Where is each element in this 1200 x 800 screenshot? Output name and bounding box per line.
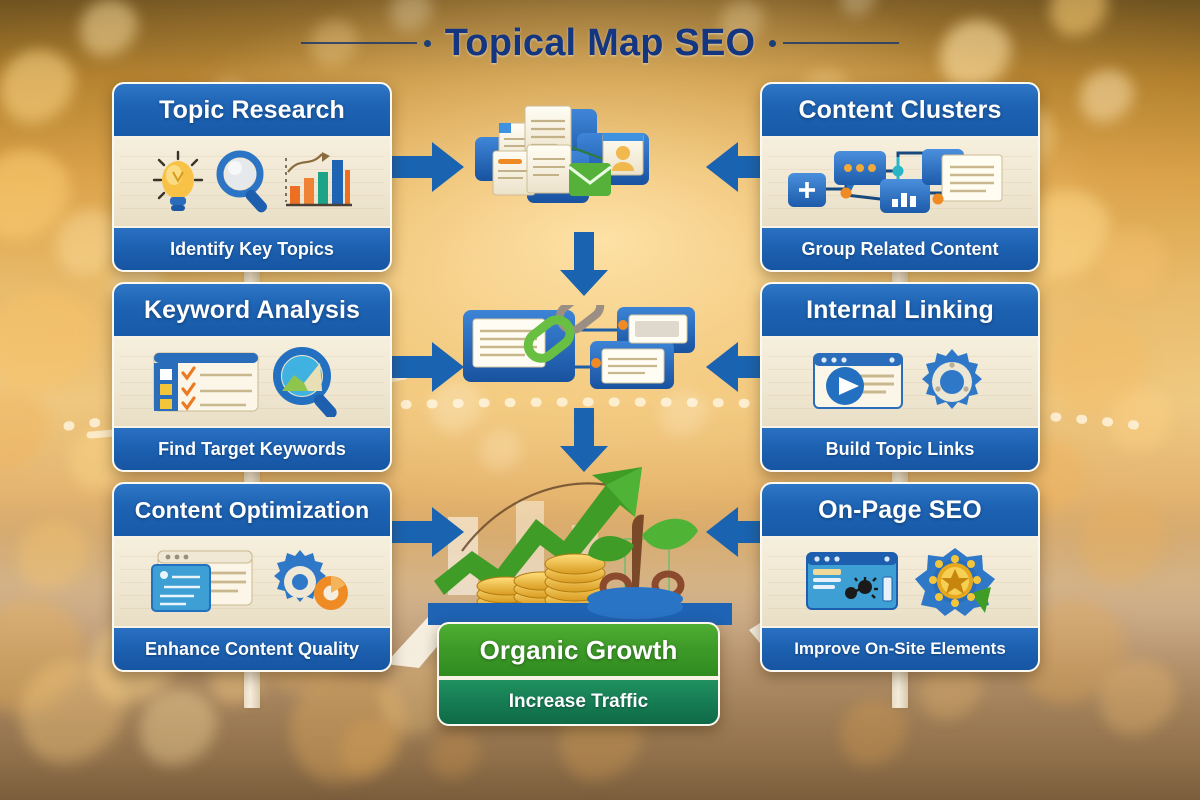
checklist-icon: [153, 352, 259, 412]
card-body-internal-linking: [762, 338, 1038, 426]
card-title-organic-growth: Organic Growth: [479, 634, 678, 665]
card-subtitle-internal-linking: Build Topic Links: [825, 438, 975, 459]
card-body-on-page-seo: [762, 538, 1038, 626]
card-footer-internal-linking: Build Topic Links: [762, 426, 1038, 470]
card-header-organic-growth: Organic Growth: [439, 624, 718, 678]
card-title-topic-research: Topic Research: [159, 95, 345, 124]
card-subtitle-on-page-seo: Improve On-Site Elements: [794, 639, 1006, 658]
card-subtitle-keyword-analysis: Find Target Keywords: [158, 438, 346, 459]
document-icon: [941, 154, 1003, 202]
card-footer-organic-growth: Increase Traffic: [439, 678, 718, 724]
title-rule-right: [769, 39, 900, 47]
card-footer-content-clusters: Group Related Content: [762, 226, 1038, 270]
magnifier-chart-icon: [273, 347, 337, 417]
arrow-left-row2: [706, 342, 778, 392]
card-subtitle-content-clusters: Group Related Content: [801, 238, 999, 259]
card-subtitle-topic-research: Identify Key Topics: [170, 238, 334, 259]
gear-icon: [922, 349, 982, 409]
lightbulb-icon: [152, 150, 204, 211]
card-body-content-clusters: [762, 138, 1038, 226]
arrow-right-row1: [392, 142, 464, 192]
card-topic-research[interactable]: Topic Research: [112, 82, 392, 272]
page-title-bar: Topical Map SEO: [0, 14, 1200, 72]
card-footer-on-page-seo: Improve On-Site Elements: [762, 626, 1038, 670]
card-keyword-analysis[interactable]: Keyword Analysis Find Target Keywords: [112, 282, 392, 472]
card-title-on-page-seo: On-Page SEO: [818, 495, 982, 524]
card-subtitle-organic-growth: Increase Traffic: [508, 691, 649, 712]
arrow-right-row3: [392, 507, 464, 557]
card-internal-linking[interactable]: Internal Linking Build Topic Links: [760, 282, 1040, 472]
browser-window-icon: [151, 550, 253, 612]
card-header-on-page-seo: On-Page SEO: [762, 484, 1038, 538]
award-badge-icon: [915, 548, 995, 616]
title-rule-left: [300, 39, 431, 47]
card-title-content-clusters: Content Clusters: [798, 95, 1002, 124]
magnifier-icon: [216, 150, 268, 213]
card-content-optimization[interactable]: Content Optimization Enhance Content Qua…: [112, 482, 392, 672]
card-title-internal-linking: Internal Linking: [806, 295, 994, 324]
arrow-down-row2: [560, 408, 608, 472]
arrow-left-row1: [706, 142, 778, 192]
card-title-content-optimization: Content Optimization: [134, 496, 370, 523]
card-on-page-seo[interactable]: On-Page SEO: [760, 482, 1040, 672]
card-body-content-optimization: [114, 538, 390, 626]
card-footer-content-optimization: Enhance Content Quality: [114, 626, 390, 670]
card-header-internal-linking: Internal Linking: [762, 284, 1038, 338]
card-header-topic-research: Topic Research: [114, 84, 390, 138]
arrow-right-row2: [392, 342, 464, 392]
gear-donut-icon: [274, 550, 348, 610]
growth-chart-illustration: [428, 467, 732, 625]
card-content-clusters[interactable]: Content Clusters Group Relat: [760, 82, 1040, 272]
bar-chart-icon: [285, 152, 352, 207]
card-header-content-clusters: Content Clusters: [762, 84, 1038, 138]
arrow-down-row1: [560, 232, 608, 296]
card-body-keyword-analysis: [114, 338, 390, 426]
card-body-topic-research: [114, 138, 390, 226]
card-footer-keyword-analysis: Find Target Keywords: [114, 426, 390, 470]
page-title: Topical Map SEO: [444, 21, 756, 64]
card-title-keyword-analysis: Keyword Analysis: [143, 295, 361, 324]
card-organic-growth[interactable]: Organic Growth Increase Traffic: [437, 622, 720, 726]
arrow-left-row3: [706, 507, 778, 557]
card-subtitle-content-optimization: Enhance Content Quality: [144, 638, 360, 659]
browser-play-icon: [813, 353, 903, 409]
linked-pages-illustration: [463, 305, 695, 389]
card-header-keyword-analysis: Keyword Analysis: [114, 284, 390, 338]
card-header-content-optimization: Content Optimization: [114, 484, 390, 538]
cluster-nodes-icon: [788, 149, 1003, 213]
browser-code-icon: [806, 552, 898, 610]
document-cluster-illustration: [475, 105, 649, 203]
card-footer-topic-research: Identify Key Topics: [114, 226, 390, 270]
